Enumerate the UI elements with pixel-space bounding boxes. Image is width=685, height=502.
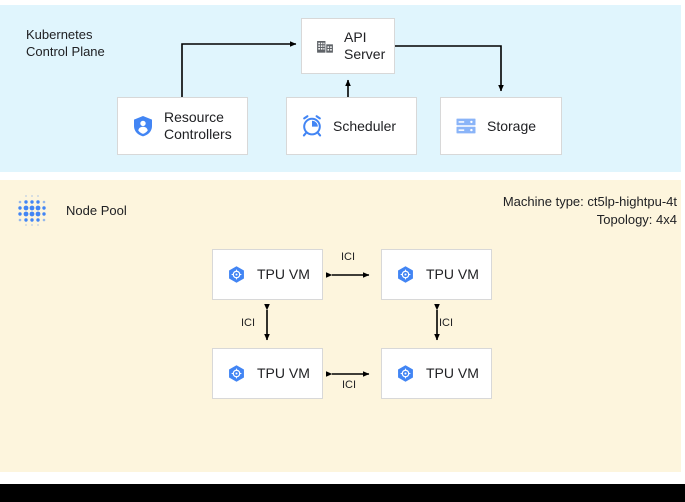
node-box-storage[interactable]: Storage	[440, 97, 562, 155]
tpu-hexagon-icon	[229, 365, 244, 382]
shield-user-icon	[134, 116, 152, 137]
ici-label: ICI	[342, 379, 357, 391]
node-box-label: Scheduler	[333, 117, 397, 134]
ici-label: ICI	[341, 251, 356, 263]
node-box-scheduler[interactable]: Scheduler	[286, 97, 417, 155]
building-icon	[317, 41, 333, 53]
node-box-resource-controllers[interactable]: Resource Controllers	[117, 97, 248, 155]
dot-grid-icon	[18, 195, 46, 226]
control-plane-title: Kubernetes Control Plane	[26, 27, 105, 59]
node-box-tpu-vm[interactable]: TPU VM	[212, 249, 323, 300]
ici-label: ICI	[241, 317, 256, 329]
node-pool-header: Node Pool	[14, 192, 127, 228]
node-box-api-server[interactable]: API Server	[301, 18, 395, 74]
node-box-label: TPU VM	[426, 365, 479, 381]
node-pool-panel	[0, 180, 681, 472]
bottom-bar	[0, 484, 685, 502]
tpu-hexagon-icon	[229, 266, 244, 283]
ici-label: ICI	[439, 317, 454, 329]
node-box-label: Storage	[487, 117, 537, 134]
machine-type-text: Machine type: ct5lp-hightpu-4t	[502, 194, 677, 209]
node-box-label: Resource Controllers	[164, 109, 232, 142]
topology-text: Topology: 4x4	[596, 212, 677, 227]
node-box-tpu-vm[interactable]: TPU VM	[381, 249, 492, 300]
node-box-label: TPU VM	[426, 266, 479, 282]
node-box-tpu-vm[interactable]: TPU VM	[381, 348, 492, 399]
node-box-tpu-vm[interactable]: TPU VM	[212, 348, 323, 399]
server-storage-icon	[456, 118, 476, 134]
node-pool-label: Node Pool	[66, 202, 127, 218]
node-box-label: TPU VM	[257, 365, 310, 381]
tpu-hexagon-icon	[398, 365, 413, 382]
node-box-label: API Server	[344, 29, 386, 62]
node-box-label: TPU VM	[257, 266, 310, 282]
machine-info: Machine type: ct5lp-hightpu-4t Topology:…	[503, 193, 677, 229]
alarm-clock-icon	[302, 115, 322, 137]
tpu-hexagon-icon	[398, 266, 413, 283]
